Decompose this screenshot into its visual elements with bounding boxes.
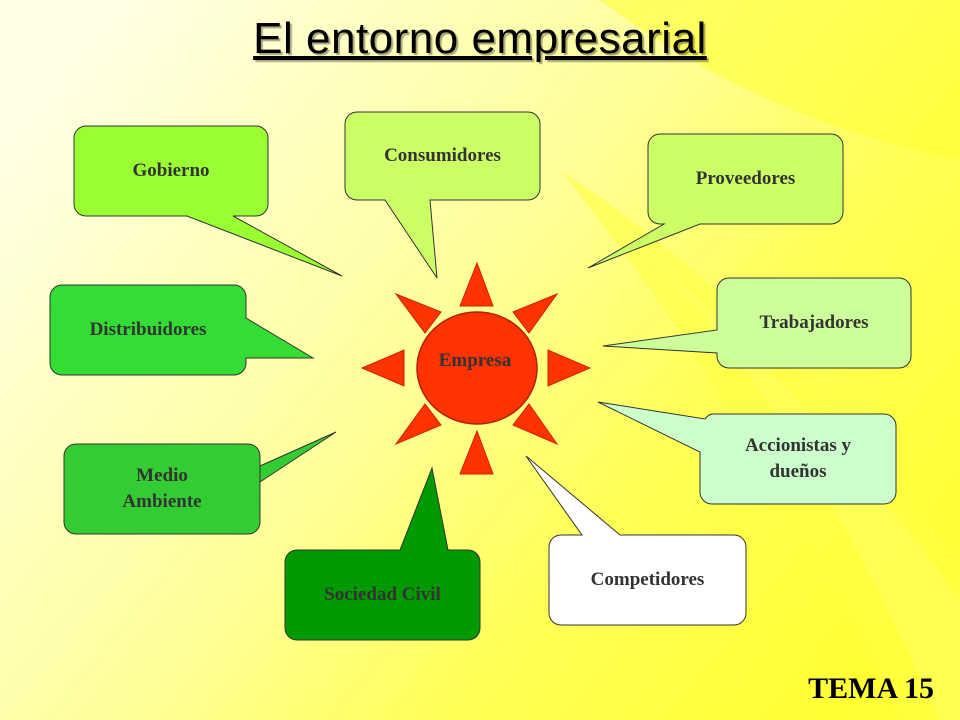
sun-ray	[512, 292, 559, 334]
callout-trabajadores	[602, 277, 912, 369]
page-title: El entorno empresarial	[253, 14, 707, 63]
sun-ray	[459, 261, 494, 307]
sun-rays	[360, 261, 592, 475]
callout-distribuidores	[49, 284, 315, 376]
sun-ray	[512, 403, 559, 446]
callout-proveedores	[587, 133, 844, 269]
callout-consumidores	[344, 111, 541, 279]
callout-medio-ambiente	[63, 431, 337, 535]
sun-ray	[394, 292, 442, 334]
callout-sociedad-civil	[284, 466, 481, 641]
tema-label: TEMA 15	[808, 672, 934, 705]
center-label: Empresa	[438, 350, 512, 371]
sun-ray	[394, 403, 442, 446]
sun-ray	[360, 349, 405, 387]
callout-gobierno	[73, 125, 343, 277]
center-circle	[416, 311, 538, 425]
sun-ray	[547, 349, 592, 387]
callout-competidores	[525, 455, 747, 626]
sun-ray	[459, 429, 494, 475]
callout-accionistas	[597, 401, 897, 505]
